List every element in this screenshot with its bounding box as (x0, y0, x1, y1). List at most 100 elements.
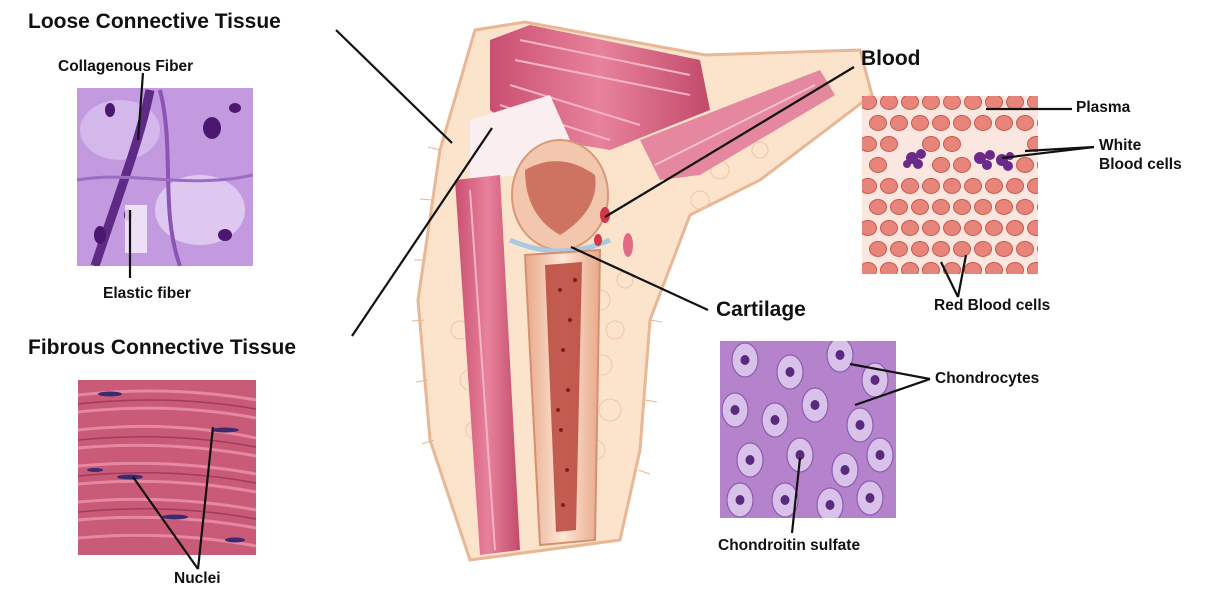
chondrocyte (722, 393, 748, 427)
chondrocyte (727, 483, 753, 517)
red-blood-cell (870, 116, 887, 131)
red-blood-cell (933, 200, 950, 215)
red-blood-cell (1017, 158, 1034, 173)
red-blood-cell (965, 179, 982, 194)
red-blood-cell (881, 137, 898, 152)
label-elastic-fiber: Elastic fiber (103, 285, 191, 303)
chondrocyte (827, 338, 853, 372)
red-blood-cell (1038, 242, 1055, 257)
red-blood-cell (1028, 95, 1045, 110)
chondrocyte (762, 403, 788, 437)
red-blood-cell (975, 116, 992, 131)
red-blood-cell (1007, 263, 1024, 278)
red-blood-cell (860, 137, 877, 152)
red-blood-cell (954, 116, 971, 131)
red-blood-cell (1007, 179, 1024, 194)
label-plasma: Plasma (1076, 99, 1130, 117)
loose-tissue-micrograph (77, 88, 253, 266)
red-blood-cell (891, 116, 908, 131)
red-blood-cell (933, 158, 950, 173)
red-blood-cell (1017, 200, 1034, 215)
red-blood-cell (881, 95, 898, 110)
label-collagenous-fiber: Collagenous Fiber (58, 58, 193, 76)
red-blood-cell (902, 221, 919, 236)
chondrocyte (777, 355, 803, 389)
red-blood-cell (954, 242, 971, 257)
red-blood-cell (902, 95, 919, 110)
red-blood-cell (860, 179, 877, 194)
red-blood-cell (912, 116, 929, 131)
cartilage-micrograph (720, 338, 896, 522)
red-blood-cell (870, 242, 887, 257)
label-nuclei: Nuclei (174, 570, 221, 588)
red-blood-cell (1038, 116, 1055, 131)
chondrocyte (817, 488, 843, 522)
red-blood-cell (1007, 221, 1024, 236)
red-blood-cell (944, 179, 961, 194)
red-blood-cell (923, 179, 940, 194)
red-blood-cell (881, 221, 898, 236)
chondrocyte (802, 388, 828, 422)
red-blood-cell (860, 95, 877, 110)
red-blood-cell (891, 200, 908, 215)
fibrous-tissue-micrograph (78, 380, 256, 555)
red-blood-cell (965, 263, 982, 278)
red-blood-cell (1007, 95, 1024, 110)
chondrocyte (867, 438, 893, 472)
label-red-blood-cells: Red Blood cells (934, 297, 1050, 315)
red-blood-cell (881, 179, 898, 194)
red-blood-cell (923, 95, 940, 110)
red-blood-cell (986, 179, 1003, 194)
label-fibrous-connective-tissue: Fibrous Connective Tissue (28, 336, 296, 360)
red-blood-cell (891, 242, 908, 257)
red-blood-cell (912, 242, 929, 257)
label-chondrocytes: Chondrocytes (935, 370, 1039, 388)
red-blood-cell (1028, 221, 1045, 236)
red-blood-cell (954, 158, 971, 173)
red-blood-cell (986, 95, 1003, 110)
red-blood-cell (870, 158, 887, 173)
red-blood-cell (975, 242, 992, 257)
red-blood-cell (1017, 242, 1034, 257)
red-blood-cell (965, 221, 982, 236)
red-blood-cell (1038, 158, 1055, 173)
label-blood: Blood (861, 47, 920, 71)
red-blood-cell (954, 200, 971, 215)
red-blood-cell (944, 221, 961, 236)
blood-smear (860, 95, 1055, 278)
red-blood-cell (1028, 263, 1045, 278)
label-white-blood-cells-line2: Blood cells (1099, 155, 1182, 174)
label-cartilage: Cartilage (716, 298, 806, 322)
red-blood-cell (902, 179, 919, 194)
red-blood-cell (1038, 200, 1055, 215)
red-blood-cell (986, 263, 1003, 278)
label-chondroitin-sulfate: Chondroitin sulfate (718, 537, 860, 555)
red-blood-cell (923, 221, 940, 236)
label-white-blood-cells-line1: White (1099, 136, 1182, 155)
red-blood-cell (923, 263, 940, 278)
red-blood-cell (870, 200, 887, 215)
red-blood-cell (860, 263, 877, 278)
red-blood-cell (1017, 116, 1034, 131)
chondrocyte (737, 443, 763, 477)
chondrocyte (832, 453, 858, 487)
red-blood-cell (933, 242, 950, 257)
red-blood-cell (996, 242, 1013, 257)
red-blood-cell (965, 95, 982, 110)
red-blood-cell (996, 116, 1013, 131)
red-blood-cell (912, 200, 929, 215)
red-blood-cell (975, 200, 992, 215)
red-blood-cell (860, 221, 877, 236)
label-white-blood-cells: White Blood cells (1099, 136, 1182, 174)
red-blood-cell (933, 116, 950, 131)
label-loose-connective-tissue: Loose Connective Tissue (28, 10, 281, 34)
red-blood-cell (944, 95, 961, 110)
red-blood-cell (986, 221, 1003, 236)
red-blood-cell (996, 200, 1013, 215)
chondrocyte (847, 408, 873, 442)
red-blood-cell (881, 263, 898, 278)
red-blood-cell (1028, 179, 1045, 194)
chondrocyte (732, 343, 758, 377)
red-blood-cell (923, 137, 940, 152)
